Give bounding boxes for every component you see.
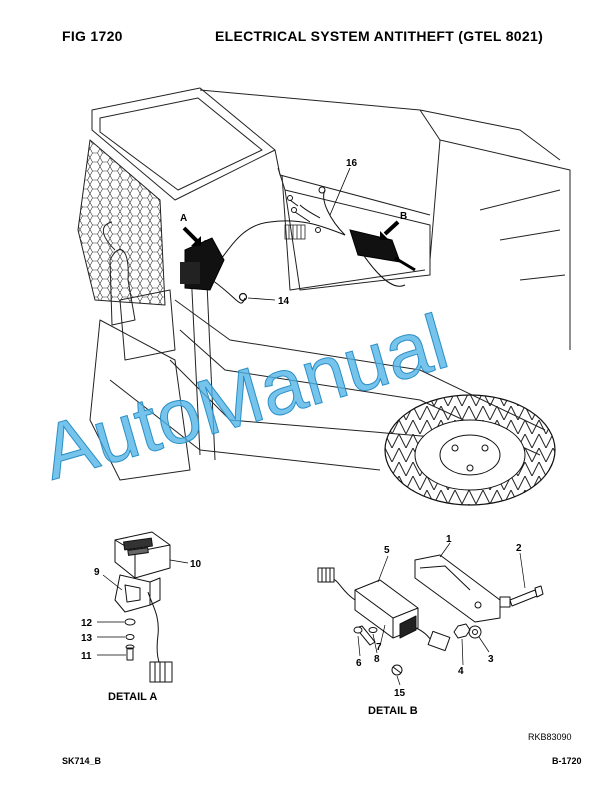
callout-14: 14	[278, 296, 290, 307]
callout-b: B	[400, 211, 407, 222]
reference-code: RKB83090	[528, 732, 572, 742]
callout-15: 15	[394, 688, 406, 699]
figure-number: FIG 1720	[62, 28, 123, 44]
callout-10: 10	[190, 559, 202, 570]
callout-9: 9	[94, 567, 100, 578]
callout-12: 12	[81, 618, 93, 629]
callout-8: 8	[374, 654, 380, 665]
detail-b-title: DETAIL B	[368, 705, 418, 717]
callout-4: 4	[458, 666, 464, 677]
footer-model: SK714_B	[62, 756, 102, 766]
callout-5: 5	[384, 545, 390, 556]
machine-illustration	[77, 87, 571, 481]
callout-16: 16	[346, 158, 358, 169]
callout-6: 6	[356, 658, 362, 669]
detail-a-title: DETAIL A	[108, 691, 157, 703]
leader-16	[329, 167, 351, 216]
keypad-module-main	[180, 237, 225, 291]
callout-7: 7	[376, 642, 382, 653]
connector-block	[284, 224, 306, 240]
page-title: ELECTRICAL SYSTEM ANTITHEFT (GTEL 8021)	[215, 28, 544, 44]
detail-b-leaders	[357, 542, 526, 686]
tire-illustration	[384, 394, 556, 506]
clip-14	[238, 292, 248, 302]
callout-2: 2	[516, 543, 522, 554]
callout-arrow-a	[182, 226, 201, 246]
detail-a-illustration	[114, 531, 173, 683]
callout-1: 1	[446, 534, 452, 545]
callout-13: 13	[81, 633, 93, 644]
detail-b-illustration	[317, 554, 544, 676]
callout-a: A	[180, 213, 187, 224]
footer-page: B-1720	[552, 756, 582, 766]
detail-a-leaders	[97, 559, 189, 656]
callout-11: 11	[81, 651, 92, 662]
callout-arrow-b	[380, 220, 400, 240]
leader-14	[247, 297, 276, 301]
callout-3: 3	[488, 654, 494, 665]
